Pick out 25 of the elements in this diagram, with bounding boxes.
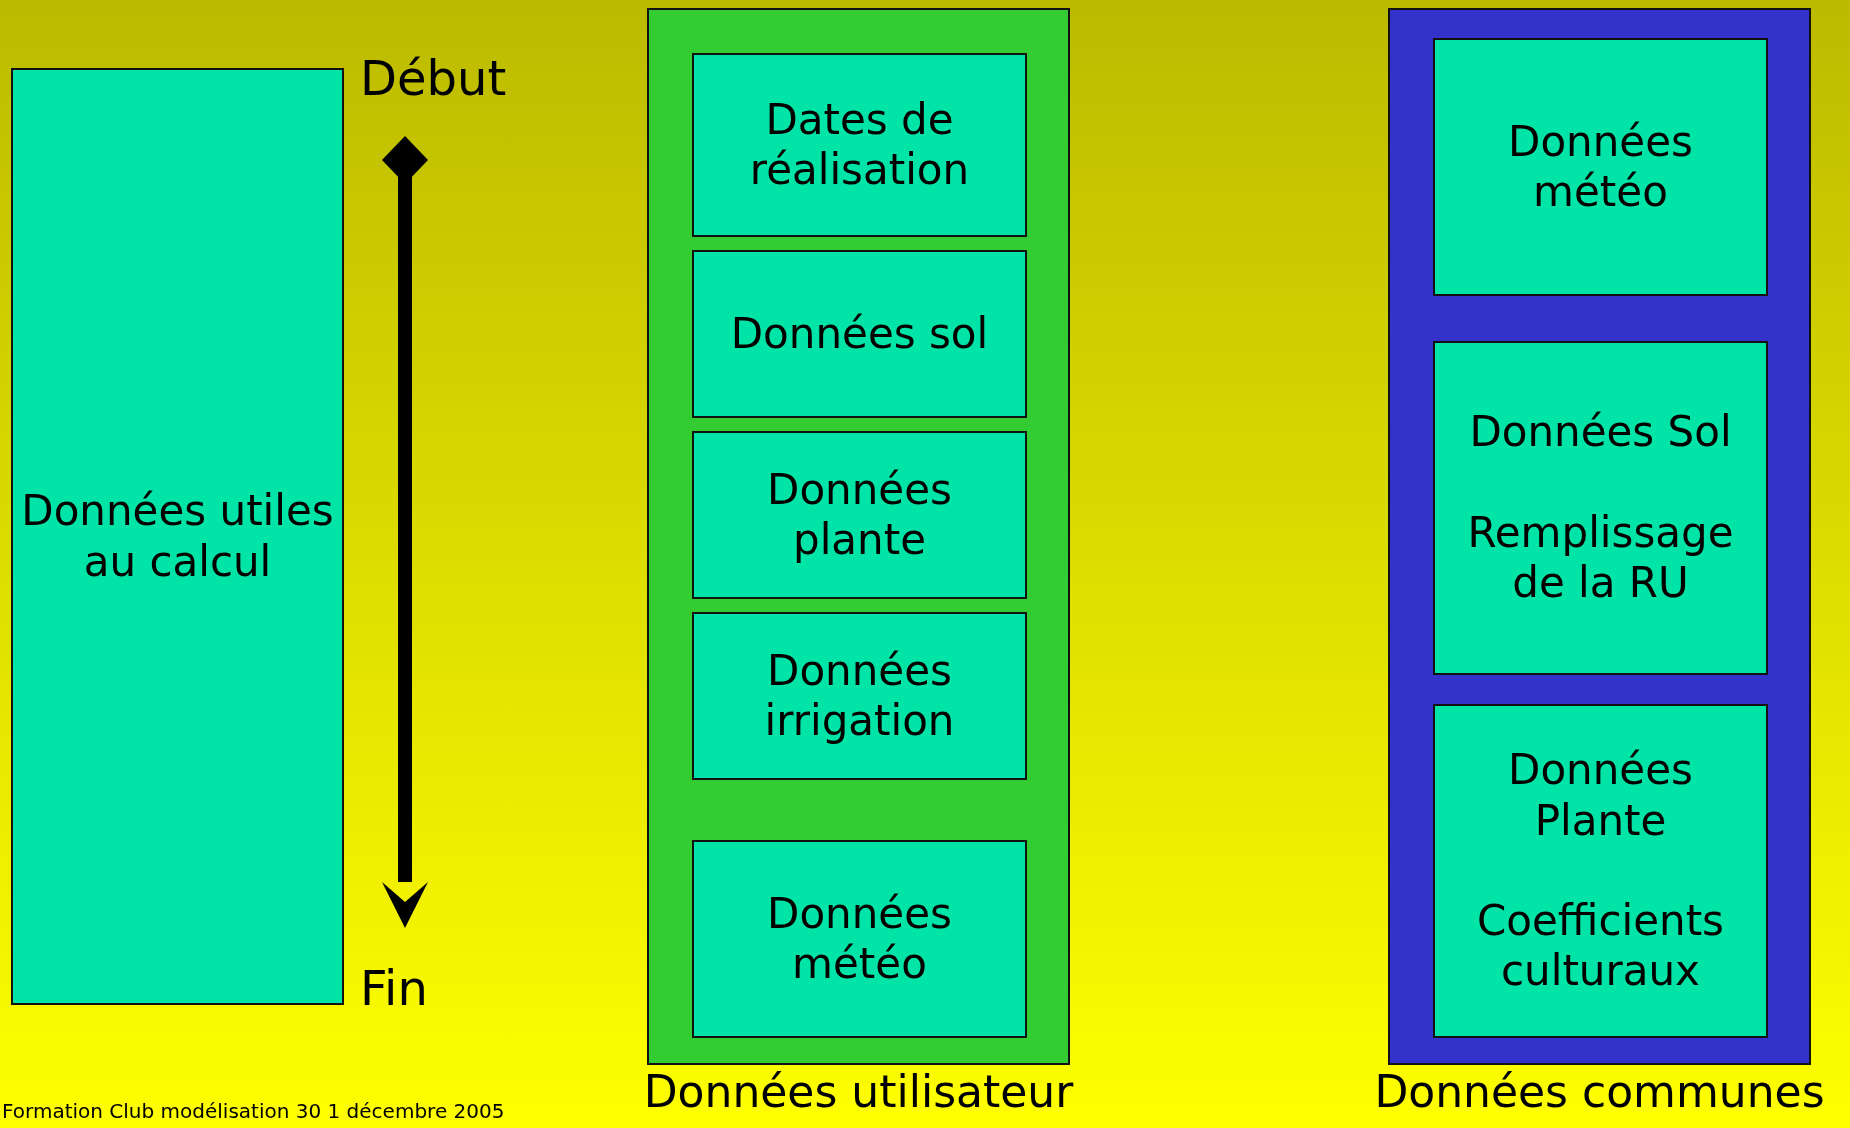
box-text: Coefficients culturaux [1475,896,1725,997]
data-box [1433,704,1768,1038]
panel-heading: Données communes [1374,1065,1825,1119]
data-box [692,840,1027,1038]
box-text: Données Sol [1469,407,1732,458]
data-box [1433,341,1768,675]
data-box [692,250,1027,418]
box-text: Données plante [766,464,953,566]
data-box [692,431,1027,599]
data-box [11,68,344,1005]
box-text: Données Plante [1507,745,1694,846]
box-text: Dates de réalisation [748,94,971,196]
box-text: Données irrigation [763,645,956,747]
data-box [1433,38,1768,296]
box-text: Données météo [766,888,953,990]
data-box [692,53,1027,237]
data-box [692,612,1027,780]
end-label: Fin [360,960,428,1018]
box-text: Données utiles au calcul [20,486,335,587]
start-label: Début [360,50,507,108]
box-text: Données sol [730,308,989,360]
panel-heading: Données utilisateur [643,1065,1074,1119]
footer-note: Formation Club modélisation 30 1 décembre 2005 [2,1099,505,1123]
box-text: Remplissage de la RU [1466,507,1735,609]
box-text: Données météo [1507,116,1694,218]
